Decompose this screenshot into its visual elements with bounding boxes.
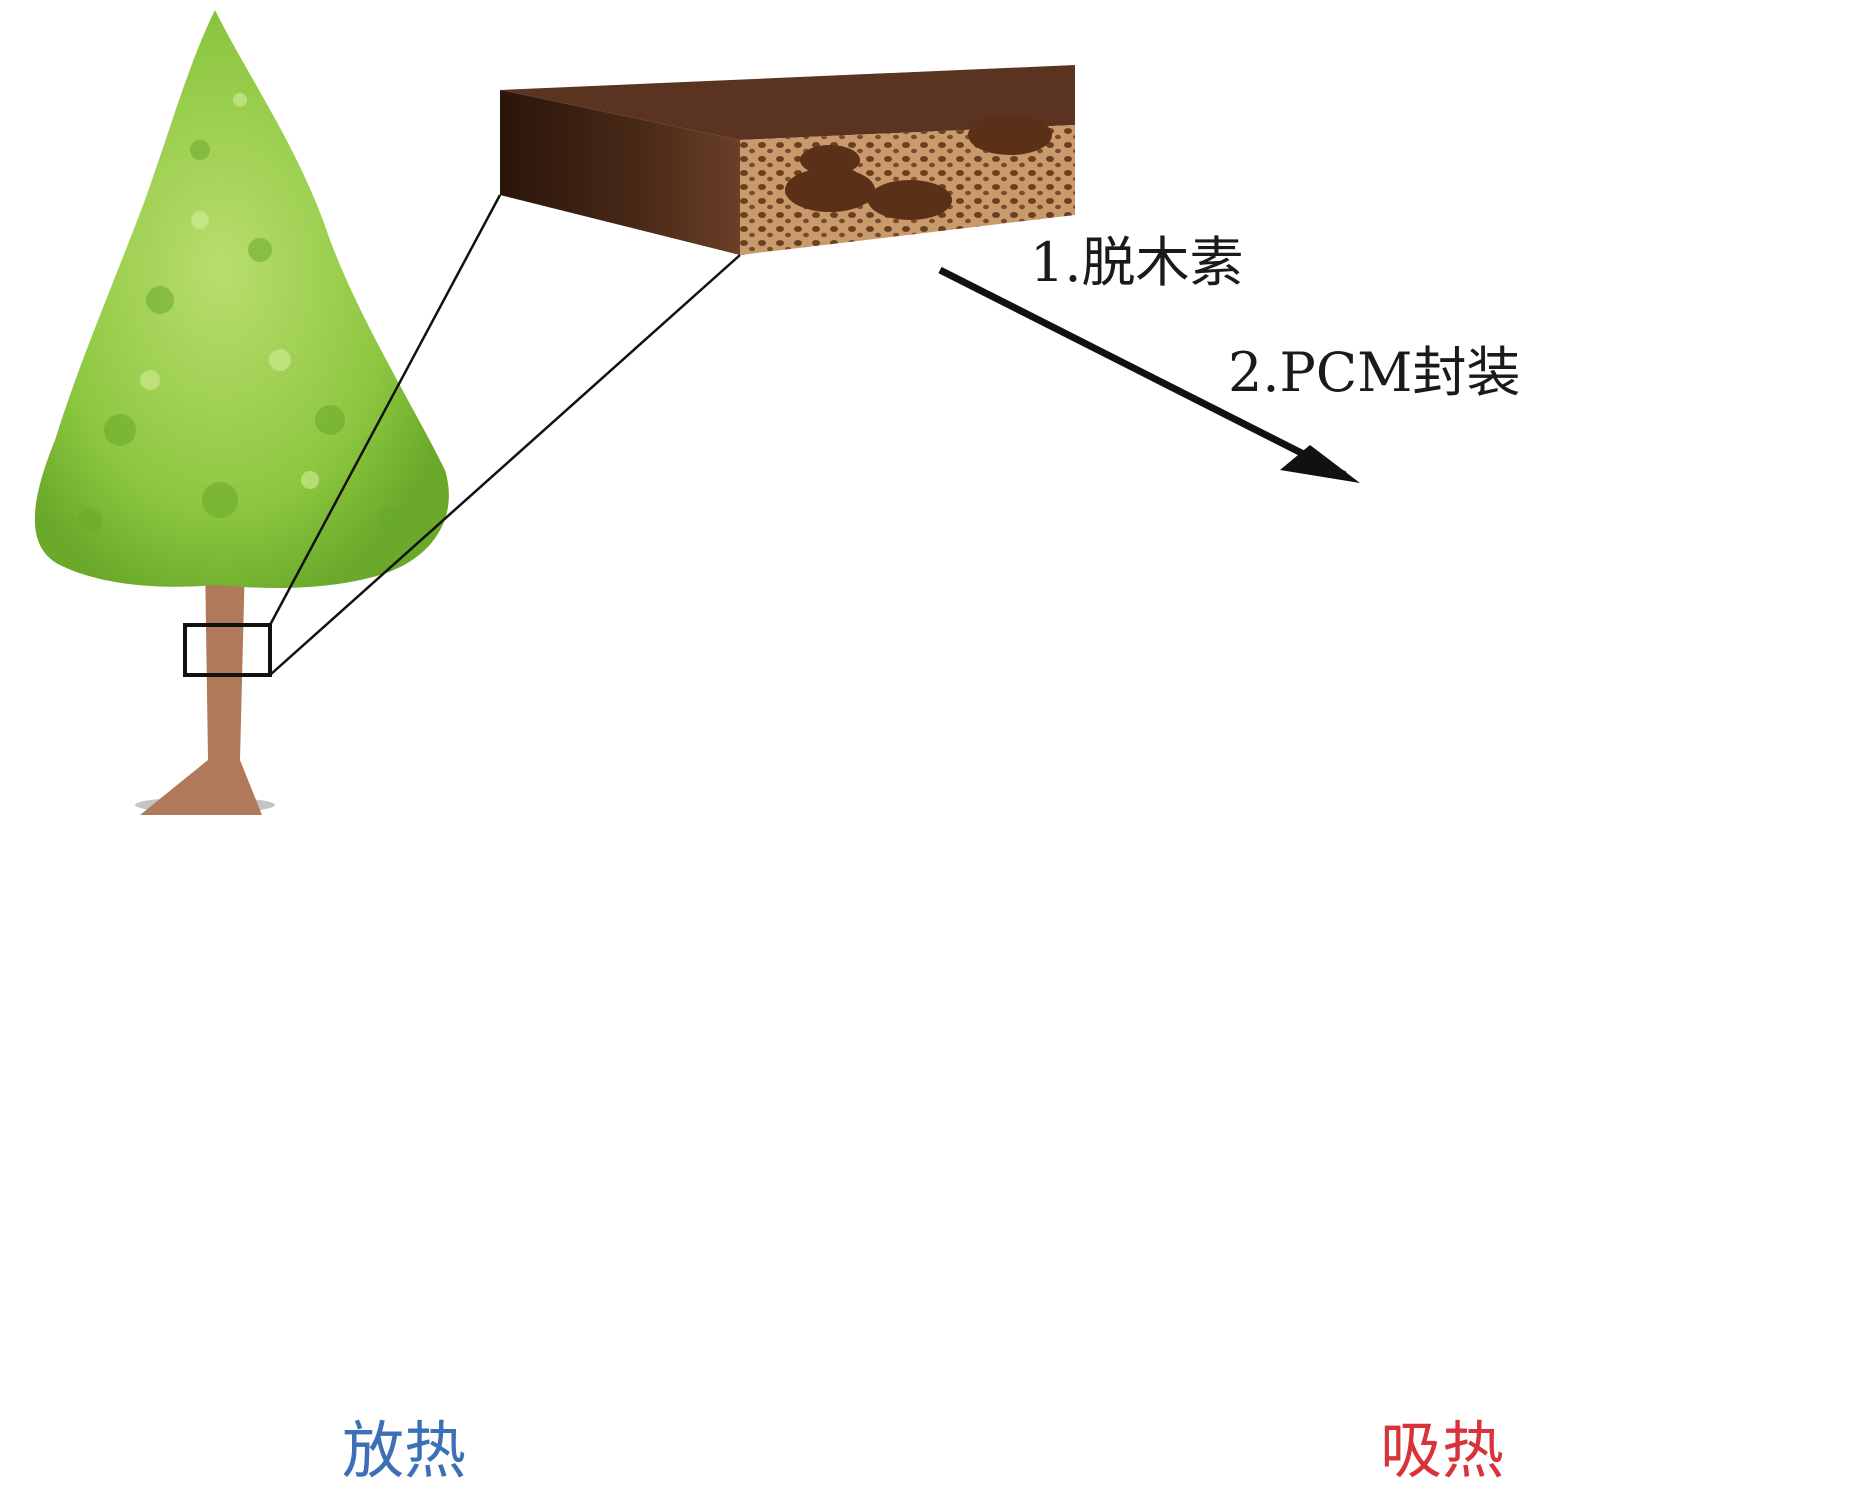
tree-illustration [35, 10, 449, 815]
raw-wood-block [500, 65, 1075, 255]
heat-release-caption: 放热 [342, 1400, 466, 1490]
step-delignification-label: 1.脱木素 [1030, 218, 1244, 297]
heat-absorb-caption: 吸热 [1380, 1400, 1504, 1490]
step-pcm-encapsulation-label: 2.PCM封装 [1228, 328, 1520, 407]
tree-trunk [140, 560, 262, 815]
